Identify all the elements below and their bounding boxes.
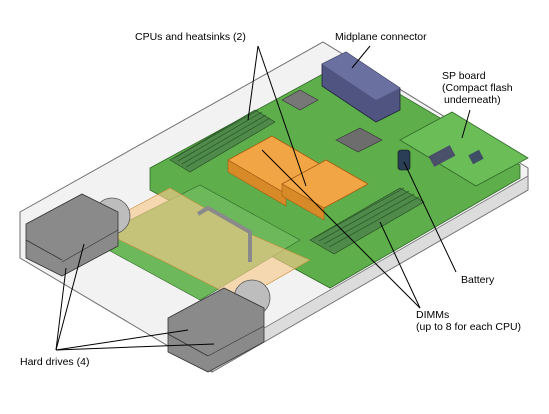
cpu-heatsink-2-side bbox=[281, 183, 325, 221]
chip-heatsink-2 bbox=[335, 127, 383, 153]
hard-drive-bay-left bbox=[25, 193, 119, 277]
hard-drives-label: Hard drives (4) bbox=[20, 356, 90, 368]
dimm-bank-right bbox=[309, 187, 425, 255]
airflow-duct bbox=[94, 187, 311, 301]
cpu-heatsink-1-side bbox=[227, 159, 287, 207]
sp-chip bbox=[468, 149, 484, 165]
chip-heatsink-1 bbox=[281, 89, 319, 111]
dimm-bank-left bbox=[169, 109, 276, 173]
handle bbox=[196, 205, 252, 262]
battery-cell bbox=[397, 149, 411, 171]
sp-board bbox=[399, 111, 529, 187]
leader-lines bbox=[55, 45, 471, 351]
midplane-connector-label: Midplane connector bbox=[335, 31, 427, 43]
dimms-label-1: DIMMs bbox=[416, 309, 450, 321]
sp-board-label-1: SP board bbox=[442, 70, 486, 82]
sp-board-label-2: (Compact flash bbox=[442, 82, 513, 94]
midplane-connector-top bbox=[322, 52, 400, 100]
dimms-label-2: (up to 8 for each CPU) bbox=[416, 321, 522, 333]
compact-flash bbox=[428, 145, 456, 167]
sp-board-label-3: underneath) bbox=[444, 94, 501, 106]
hard-drive-bay-right bbox=[167, 287, 265, 373]
cpus-label: CPUs and heatsinks (2) bbox=[135, 31, 246, 43]
battery-label: Battery bbox=[461, 274, 495, 286]
